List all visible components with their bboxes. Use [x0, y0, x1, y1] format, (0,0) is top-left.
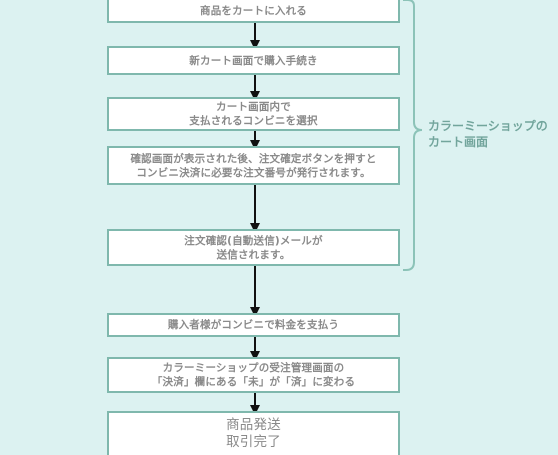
step-status-update: カラーミーショップの受注管理画面の 「決済」欄にある「未」が「済」に変わる: [107, 357, 400, 393]
step-label-line-2: 送信されます。: [216, 248, 291, 261]
step-checkout: 新カート画面で購入手続き: [107, 46, 400, 75]
step-label: 新カート画面で購入手続き: [189, 54, 318, 67]
brace-label-line-1: カラーミーショップの: [428, 119, 548, 133]
brace-label-line-2: カート画面: [428, 135, 489, 149]
step-label-line-2: 取引完了: [226, 434, 281, 450]
step-label-line-1: 確認画面が表示された後、注文確定ボタンを押すと: [130, 152, 377, 165]
step-label-line-1: カート画面内で: [216, 101, 291, 113]
step-label-line-2: コンビニ決済に必要な注文番号が発行されます。: [136, 166, 371, 179]
step-label: 商品をカートに入れる: [200, 4, 307, 17]
step-confirm-order: 確認画面が表示された後、注文確定ボタンを押すと コンビニ決済に必要な注文番号が発…: [107, 146, 400, 185]
cart-screen-label: カラーミーショップの カート画面: [428, 118, 548, 150]
step-label-line-2: 「決済」欄にある「未」が「済」に変わる: [151, 376, 356, 388]
step-pay-at-store: 購入者様がコンビニで料金を支払う: [107, 313, 400, 337]
step-label-line-1: 商品発送: [226, 417, 281, 433]
step-add-to-cart: 商品をカートに入れる: [107, 0, 400, 23]
step-label: 購入者様がコンビニで料金を支払う: [167, 319, 340, 331]
step-ship-complete: 商品発送 取引完了: [107, 411, 400, 455]
step-confirmation-email: 注文確認(自動送信)メールが 送信されます。: [107, 229, 400, 266]
curly-brace: [403, 0, 423, 271]
step-label-line-1: カラーミーショップの受注管理画面の: [162, 362, 345, 374]
step-label-line-1: 注文確認(自動送信)メールが: [184, 234, 323, 247]
step-select-store: カート画面内で 支払されるコンビニを選択: [107, 97, 400, 131]
step-label-line-2: 支払されるコンビニを選択: [189, 115, 318, 127]
